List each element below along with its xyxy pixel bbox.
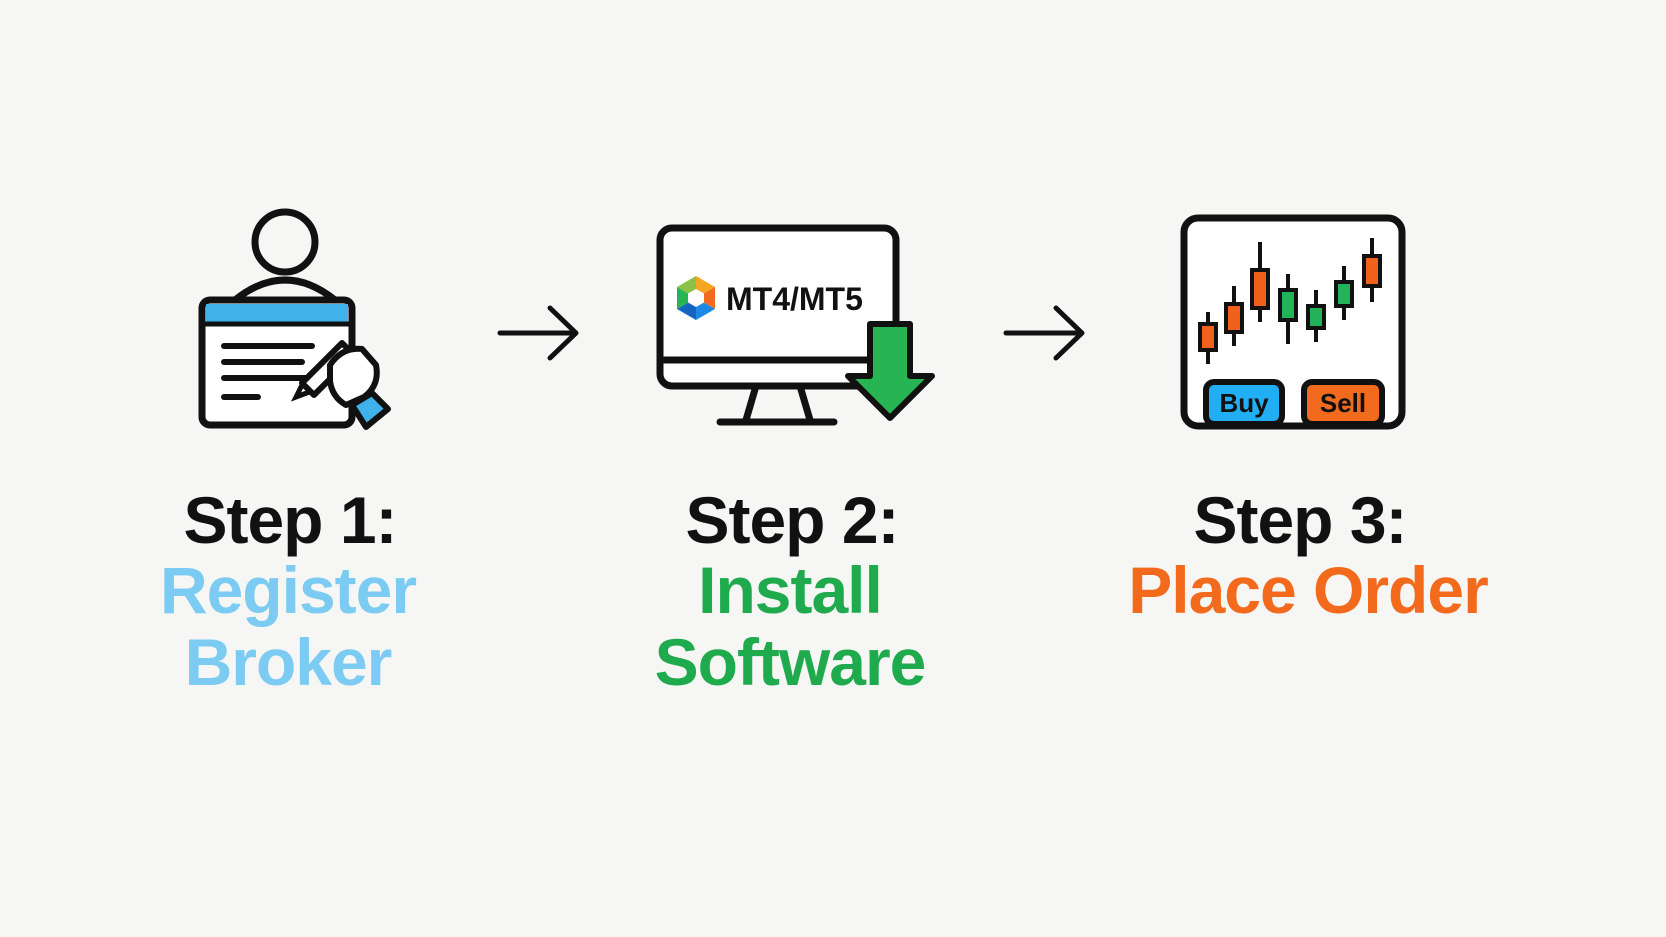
user-form-pen-icon (198, 208, 391, 430)
candle-body (1306, 304, 1326, 330)
screen-label: MT4/MT5 (726, 281, 863, 317)
arrow-right-icon (497, 305, 579, 361)
candle-body (1278, 288, 1298, 322)
arrow-right-icon (1003, 305, 1085, 361)
candle-body (1362, 254, 1382, 288)
step-2-title: Step 2: (685, 483, 899, 557)
step-1-subtitle-line-2: Broker (184, 625, 393, 699)
buy-button-label: Buy (1219, 388, 1269, 418)
step-1-title: Step 1: (183, 483, 397, 557)
step-2-subtitle-line-2: Software (654, 625, 927, 699)
step-2-subtitle-line-1: Install (698, 553, 883, 627)
step-3-title: Step 3: (1193, 483, 1407, 557)
candle-body (1250, 268, 1270, 310)
step-1-subtitle-line-1: Register (159, 553, 417, 627)
candlestick-chart-icon: Buy Sell (1180, 214, 1406, 430)
sell-button-label: Sell (1320, 388, 1366, 418)
buy-button[interactable]: Buy (1203, 379, 1285, 427)
candle-body (1198, 322, 1218, 352)
mt-logo-icon (677, 276, 715, 320)
sell-button[interactable]: Sell (1301, 379, 1385, 427)
candle-body (1224, 302, 1244, 334)
candle-body (1334, 280, 1354, 308)
step-3-subtitle-line-1: Place Order (1128, 553, 1489, 627)
monitor-download-icon: MT4/MT5 (656, 224, 935, 426)
